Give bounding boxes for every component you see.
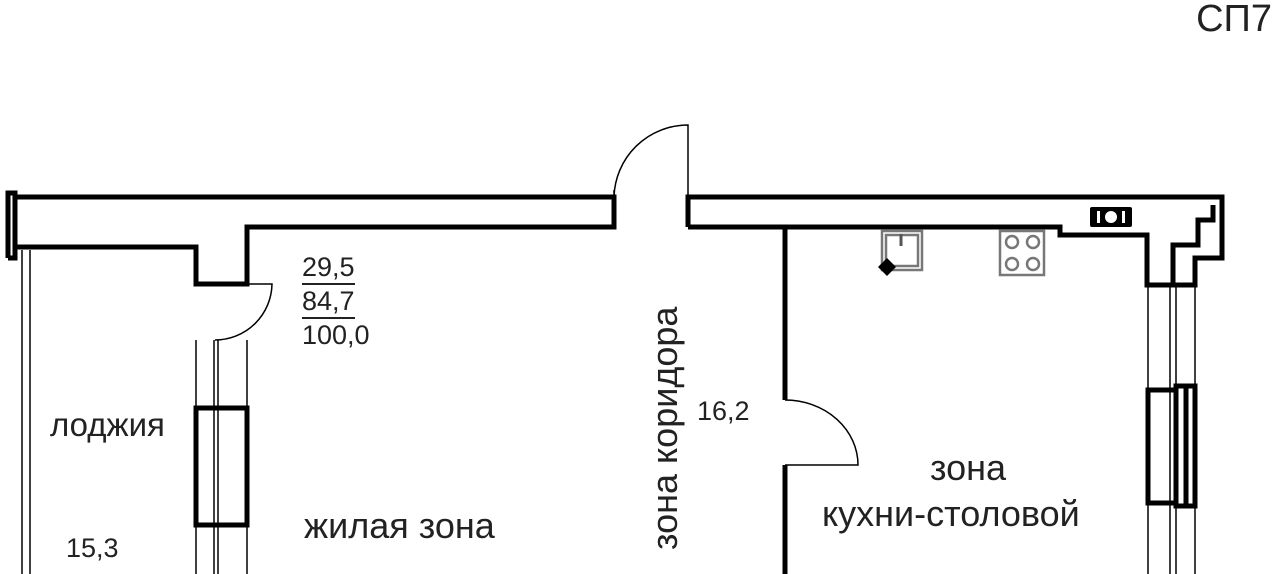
living-area: 29,5	[302, 252, 355, 285]
corridor-area: 16,2	[697, 396, 750, 426]
stove-icon	[998, 229, 1046, 277]
kitchen-zone-label-line2: кухни-столовой	[822, 493, 1080, 534]
sink-icon	[878, 229, 924, 276]
windows	[21, 250, 1198, 574]
loggia-label: лоджия	[50, 406, 165, 443]
ventilation-icon	[1090, 207, 1132, 227]
total-with-loggia-area: 100,0	[302, 320, 370, 350]
plan-code: СП7	[1196, 0, 1272, 40]
doors	[214, 124, 859, 466]
total-area: 84,7	[302, 286, 355, 319]
living-zone-label: жилая зона	[304, 505, 495, 546]
kitchen-zone-label-line1: зона	[930, 447, 1007, 488]
corridor-zone-label: зона коридора	[644, 306, 685, 550]
loggia-area: 15,3	[66, 533, 119, 563]
